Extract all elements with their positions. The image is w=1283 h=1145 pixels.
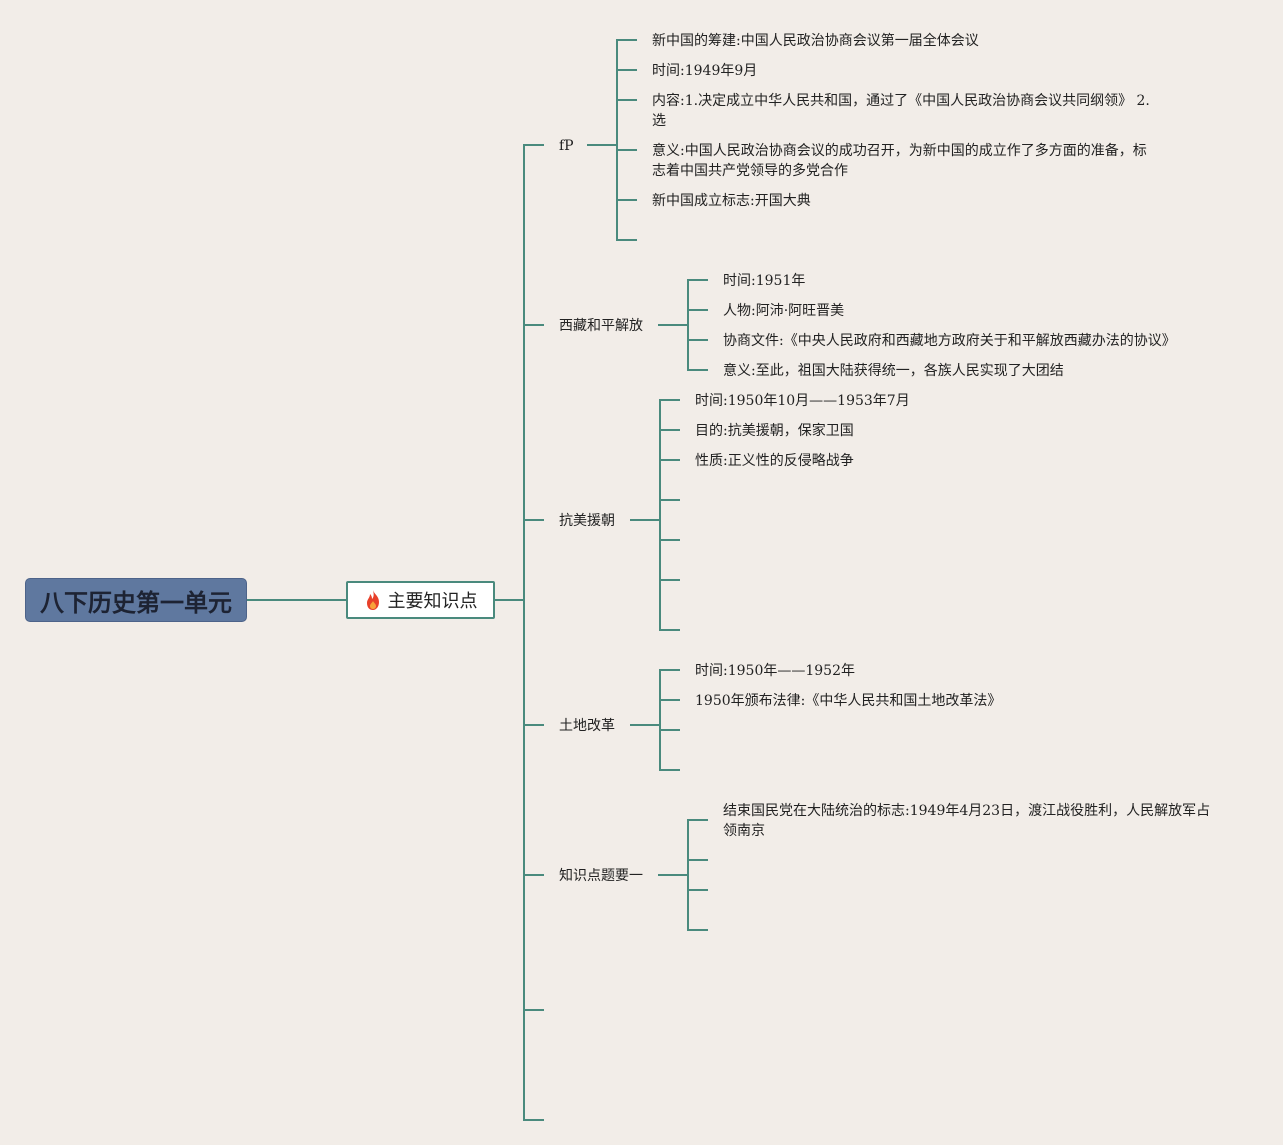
leaf-item[interactable]: 1950年颁布法律:《中华人民共和国土地改革法》 — [695, 693, 1002, 709]
branch-land-reform[interactable]: 土地改革 — [559, 718, 615, 734]
leaf-item[interactable]: 意义:至此，祖国大陆获得统一，各族人民实现了大团结 — [723, 363, 1064, 379]
branch-tibet[interactable]: 西藏和平解放 — [559, 318, 643, 334]
leaf-item[interactable]: 时间:1951年 — [723, 273, 806, 289]
leaf-item[interactable]: 时间:1950年——1952年 — [695, 663, 855, 679]
leaf-item[interactable]: 内容:1.决定成立中华人民共和国，通过了《中国人民政治协商会议共同纲领》 2.选 — [652, 93, 1150, 129]
leaf-item[interactable]: 时间:1950年10月——1953年7月 — [695, 393, 910, 409]
leaf-item[interactable]: 新中国成立标志:开国大典 — [652, 193, 811, 209]
leaf-item[interactable]: 目的:抗美援朝，保家卫国 — [695, 423, 854, 439]
branch-korea[interactable]: 抗美援朝 — [559, 513, 615, 529]
leaf-item[interactable]: 新中国的筹建:中国人民政治协商会议第一届全体会议 — [652, 33, 979, 49]
leaf-item[interactable]: 意义:中国人民政治协商会议的成功召开，为新中国的成立作了多方面的准备，标志着中国… — [652, 143, 1147, 179]
root-title: 八下历史第一单元 — [40, 588, 232, 617]
main-topic-node[interactable]: 主要知识点 — [346, 581, 495, 619]
root-node[interactable]: 八下历史第一单元 — [25, 578, 247, 622]
branch-key-points[interactable]: 知识点题要一 — [559, 868, 643, 884]
fire-icon — [366, 590, 379, 610]
leaf-item[interactable]: 时间:1949年9月 — [652, 63, 758, 79]
leaf-item[interactable]: 结束国民党在大陆统治的标志:1949年4月23日，渡江战役胜利，人民解放军占领南… — [723, 803, 1211, 839]
leaf-item[interactable]: 性质:正义性的反侵略战争 — [695, 453, 854, 469]
branch-founding[interactable]: fP — [559, 138, 574, 154]
main-topic-label: 主要知识点 — [387, 591, 478, 612]
leaf-item[interactable]: 人物:阿沛·阿旺晋美 — [723, 303, 845, 319]
leaf-item[interactable]: 协商文件:《中央人民政府和西藏地方政府关于和平解放西藏办法的协议》 — [723, 333, 1176, 349]
